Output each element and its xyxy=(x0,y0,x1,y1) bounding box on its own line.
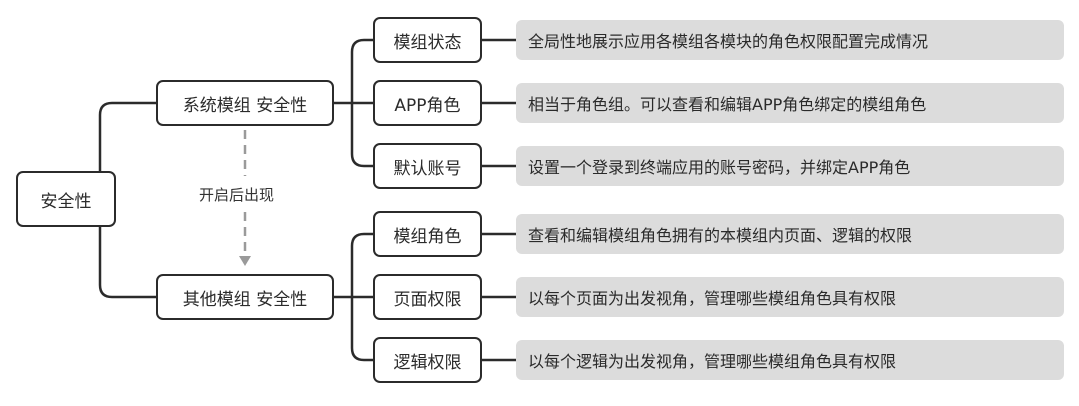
transition-arrow xyxy=(239,130,251,266)
item-node-label: 模组状态 xyxy=(393,32,462,53)
group-node-label: 其他模组 安全性 xyxy=(182,289,308,310)
description-text: 设置一个登录到终端应用的账号密码，并绑定APP角色 xyxy=(528,158,911,177)
item-node-page-permission[interactable]: 页面权限 xyxy=(373,274,482,320)
root-node-label: 安全性 xyxy=(40,191,92,212)
item-node-module-role[interactable]: 模组角色 xyxy=(373,211,482,257)
description-text: 以每个页面为出发视角，管理哪些模组角色具有权限 xyxy=(528,289,897,308)
description-module-status: 全局性地展示应用各模组各模块的角色权限配置完成情况 xyxy=(516,20,1064,60)
group-node-label: 系统模组 安全性 xyxy=(182,95,308,116)
item-node-module-status[interactable]: 模组状态 xyxy=(373,17,482,63)
item-node-default-account[interactable]: 默认账号 xyxy=(373,143,482,189)
description-default-account: 设置一个登录到终端应用的账号密码，并绑定APP角色 xyxy=(516,146,1064,186)
transition-label: 开启后出现 xyxy=(199,186,275,204)
root-node[interactable]: 安全性 xyxy=(16,171,116,227)
description-text: 查看和编辑模组角色拥有的本模组内页面、逻辑的权限 xyxy=(528,226,913,245)
item-node-label: 页面权限 xyxy=(393,289,462,310)
description-text: 相当于角色组。可以查看和编辑APP角色绑定的模组角色 xyxy=(528,95,927,114)
group-node-other[interactable]: 其他模组 安全性 xyxy=(156,274,334,320)
description-text: 以每个逻辑为出发视角，管理哪些模组角色具有权限 xyxy=(528,352,897,371)
description-logic-permission: 以每个逻辑为出发视角，管理哪些模组角色具有权限 xyxy=(516,340,1064,380)
description-page-permission: 以每个页面为出发视角，管理哪些模组角色具有权限 xyxy=(516,277,1064,317)
item-node-label: 默认账号 xyxy=(393,158,462,179)
item-node-label: 模组角色 xyxy=(393,226,462,247)
item-node-label: 逻辑权限 xyxy=(393,352,462,373)
group-node-system[interactable]: 系统模组 安全性 xyxy=(156,80,334,126)
description-app-role: 相当于角色组。可以查看和编辑APP角色绑定的模组角色 xyxy=(516,83,1064,123)
description-text: 全局性地展示应用各模组各模块的角色权限配置完成情况 xyxy=(528,32,929,51)
item-node-logic-permission[interactable]: 逻辑权限 xyxy=(373,337,482,383)
item-node-app-role[interactable]: APP角色 xyxy=(373,80,482,126)
description-module-role: 查看和编辑模组角色拥有的本模组内页面、逻辑的权限 xyxy=(516,214,1064,254)
item-node-label: APP角色 xyxy=(394,95,461,116)
